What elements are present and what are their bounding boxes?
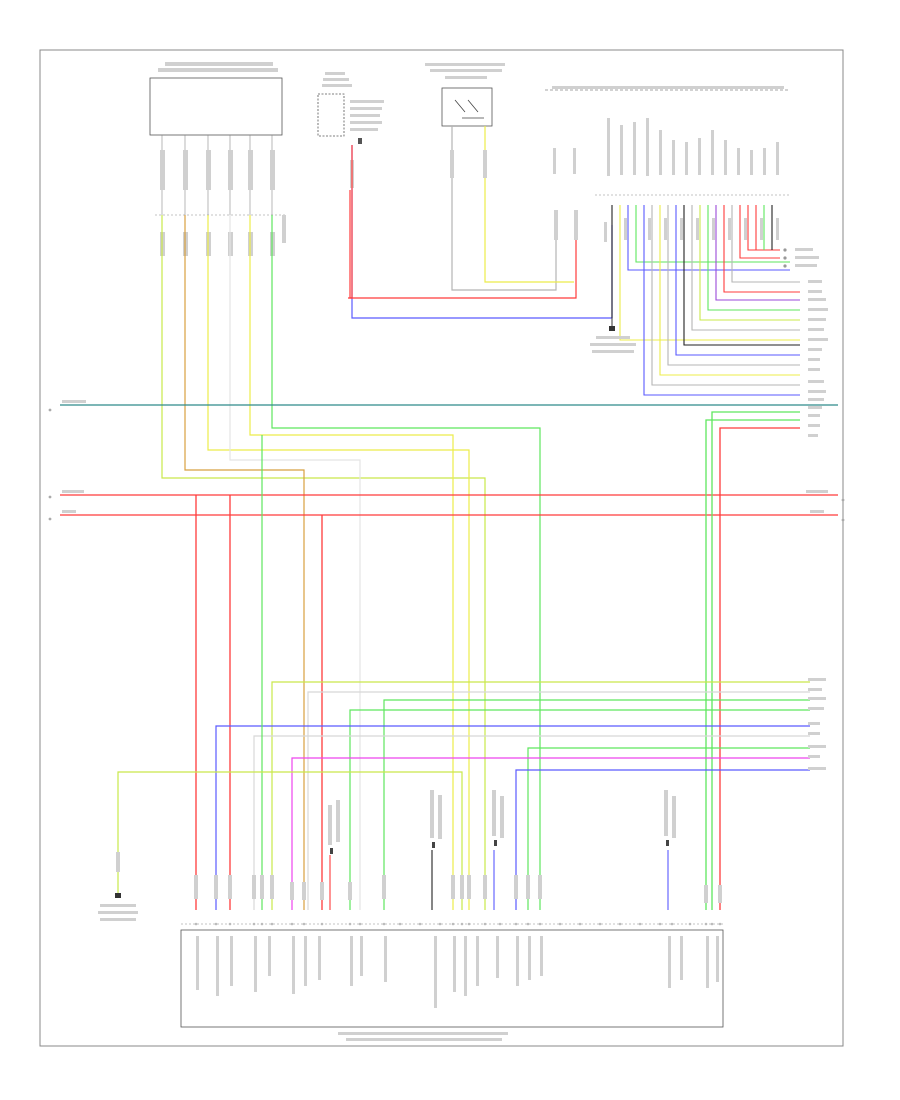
pin-markers	[328, 790, 676, 910]
bottom-control-module	[180, 922, 724, 1041]
ground-left	[98, 771, 463, 921]
upper-relay	[425, 63, 505, 127]
ground-upper	[590, 318, 636, 353]
upper-left-module-wires	[155, 135, 541, 910]
switch-relay-wires	[348, 126, 613, 319]
wire-labels-bottom	[194, 875, 722, 903]
upper-left-module	[149, 62, 283, 136]
diagram-frame	[39, 49, 844, 1047]
right-module-bundle	[595, 194, 828, 401]
upper-switch	[317, 72, 384, 144]
lower-right-bundle	[215, 435, 826, 910]
bus-lines	[60, 400, 838, 910]
upper-right-module-header	[545, 86, 790, 176]
edge-markers	[48, 408, 845, 522]
